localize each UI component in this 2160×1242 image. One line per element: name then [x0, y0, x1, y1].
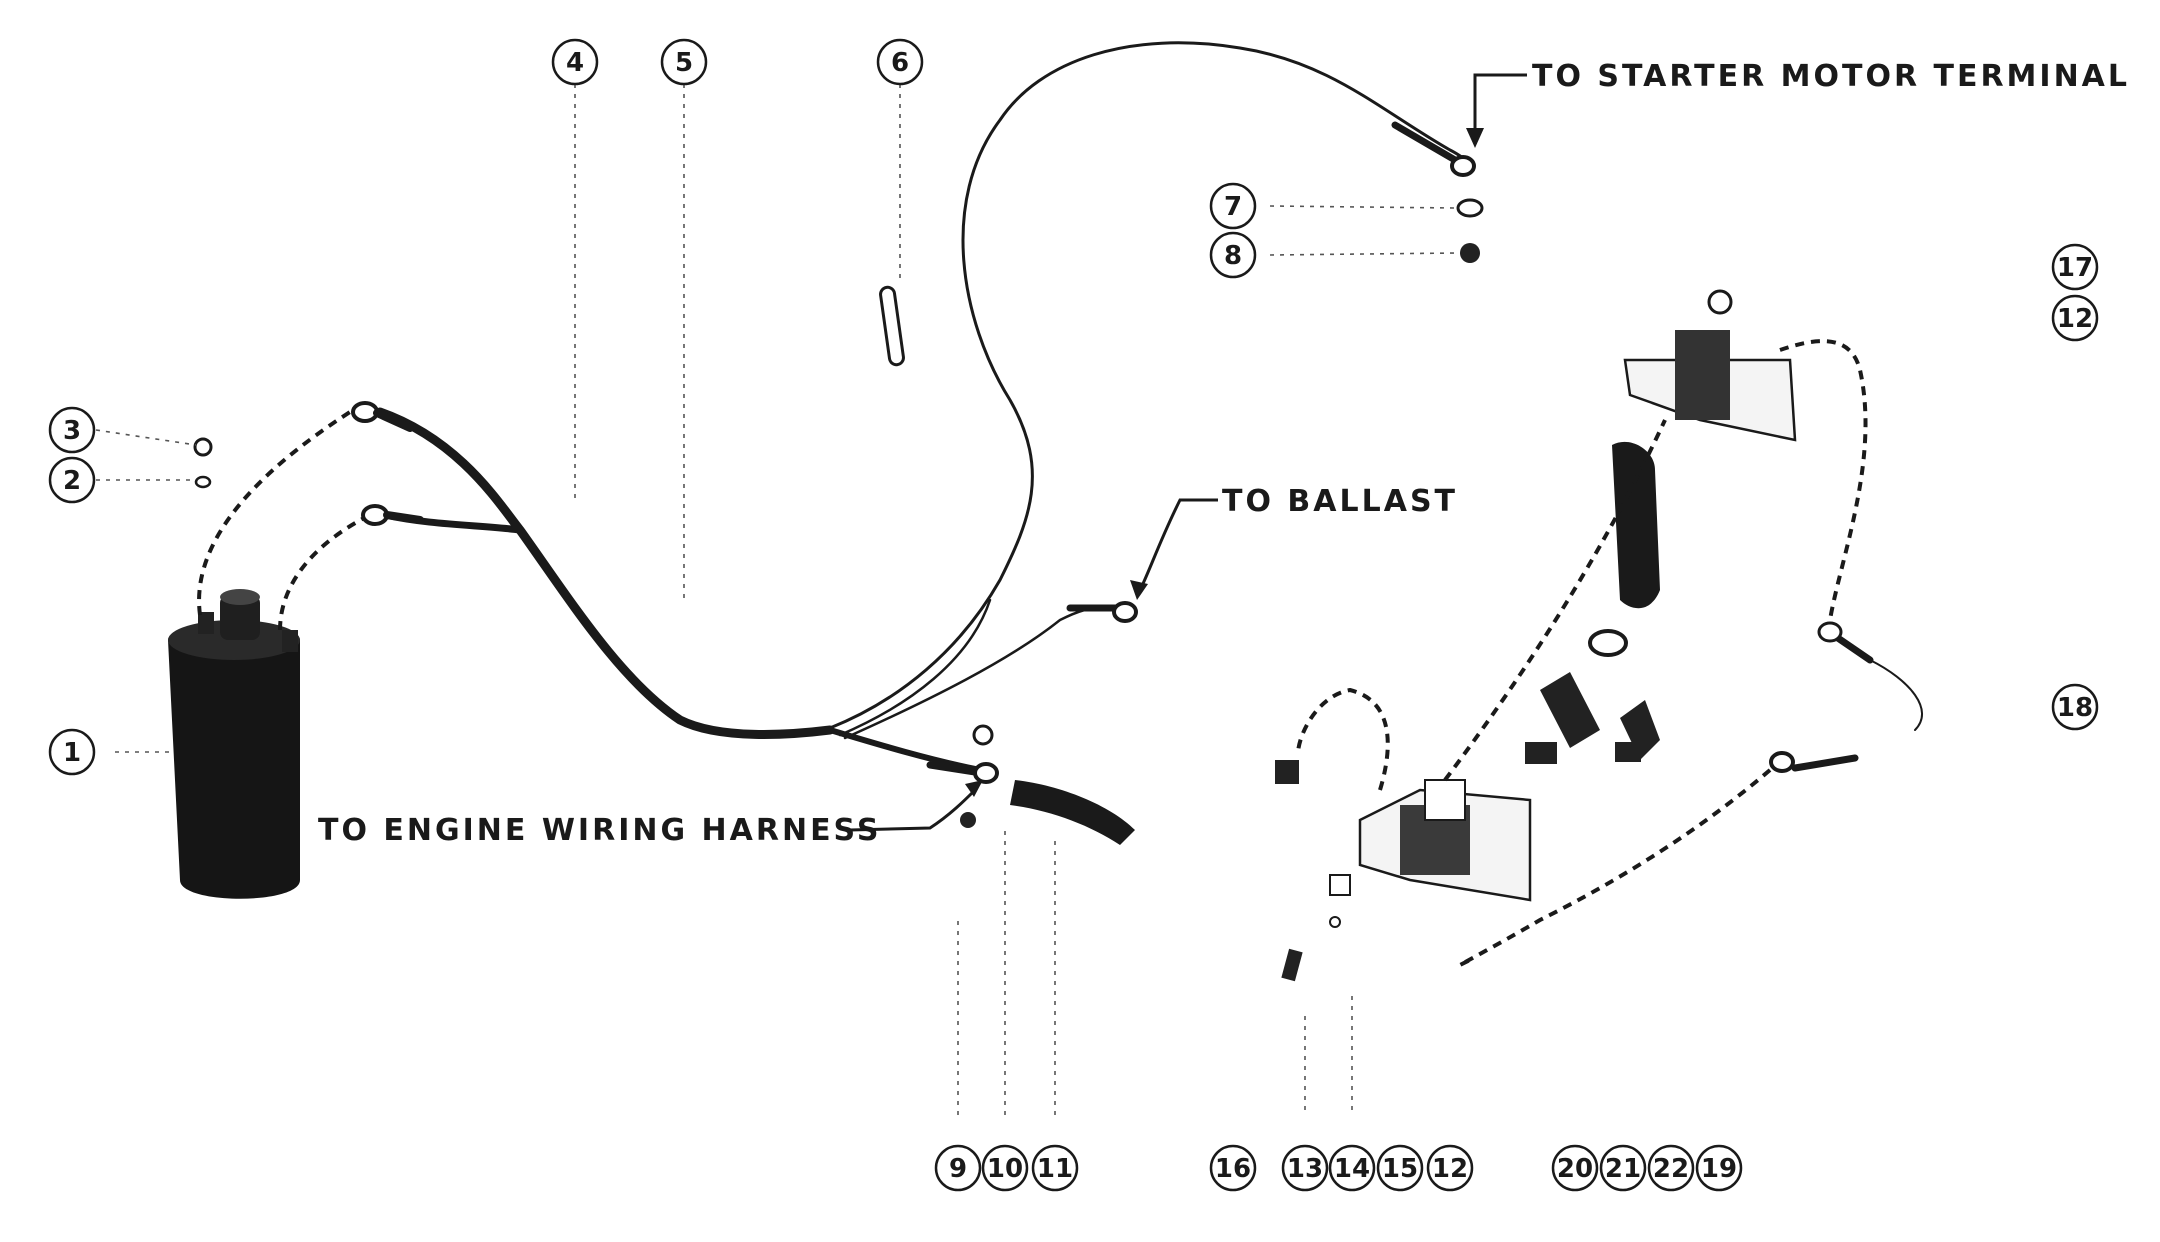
part-bubble-4: 4 — [551, 38, 599, 86]
part-bubble-2: 2 — [48, 456, 96, 504]
part-bubble-14: 14 — [1328, 1144, 1376, 1192]
svg-text:17: 17 — [2057, 253, 2093, 283]
nut-8 — [1460, 243, 1480, 263]
ballast-dashed-link-3 — [1296, 687, 1390, 791]
svg-text:16: 16 — [1215, 1154, 1251, 1184]
ring-terminal-harness — [973, 762, 999, 784]
svg-text:8: 8 — [1224, 241, 1242, 271]
coil-dashed-link-2 — [278, 513, 371, 631]
svg-text:19: 19 — [1701, 1154, 1737, 1184]
svg-text:12: 12 — [1432, 1154, 1468, 1184]
svg-text:6: 6 — [891, 48, 909, 78]
wire-harness — [351, 41, 1476, 784]
part-bubble-19: 19 — [1695, 1144, 1743, 1192]
callout-ballast: TO BALLAST — [1130, 484, 1458, 600]
part-bubble-7: 7 — [1209, 182, 1257, 230]
part-bubble-15: 15 — [1376, 1144, 1424, 1192]
ballast-dashed-link-2 — [1457, 768, 1772, 968]
svg-text:9: 9 — [949, 1154, 967, 1184]
washer-2 — [194, 475, 212, 489]
part-bubble-16: 16 — [1209, 1144, 1257, 1192]
washer-7 — [1456, 198, 1484, 218]
nut-10 — [960, 812, 976, 828]
svg-text:7: 7 — [1224, 192, 1242, 222]
part-bubble-21: 21 — [1599, 1144, 1647, 1192]
part-bubble-12-bottom: 12 — [1426, 1144, 1474, 1192]
coil-dashed-link-1 — [197, 410, 352, 616]
callout-harness: TO ENGINE WIRING HARNESS — [318, 780, 983, 848]
svg-text:3: 3 — [63, 416, 81, 446]
svg-text:14: 14 — [1334, 1154, 1370, 1184]
part-bubble-20: 20 — [1551, 1144, 1599, 1192]
svg-text:11: 11 — [1037, 1154, 1073, 1184]
part-bubble-8: 8 — [1209, 231, 1257, 279]
ring-terminal-ballast — [1112, 601, 1138, 623]
svg-text:13: 13 — [1287, 1154, 1323, 1184]
ring-terminal-starter — [1450, 155, 1476, 177]
svg-text:2: 2 — [63, 466, 81, 496]
washer-9 — [972, 724, 994, 746]
svg-text:4: 4 — [566, 48, 584, 78]
wire-sleeve — [879, 285, 905, 367]
ballast-dashed-link-1 — [1779, 339, 1868, 621]
nut-3 — [193, 437, 213, 457]
part-bubble-9: 9 — [934, 1144, 982, 1192]
part-bubble-3: 3 — [48, 406, 96, 454]
leader-lines — [95, 84, 1459, 1115]
svg-text:5: 5 — [675, 48, 693, 78]
ignition-coil — [168, 589, 300, 899]
svg-text:18: 18 — [2057, 693, 2093, 723]
svg-text:20: 20 — [1557, 1154, 1593, 1184]
svg-text:22: 22 — [1653, 1154, 1689, 1184]
ballast-assembly — [1275, 289, 1923, 982]
ballast-dashed-link-4 — [1443, 419, 1667, 782]
part-bubble-13: 13 — [1281, 1144, 1329, 1192]
callout-starter-label: TO STARTER MOTOR TERMINAL — [1532, 59, 2130, 94]
part-bubble-22: 22 — [1647, 1144, 1695, 1192]
callout-harness-label: TO ENGINE WIRING HARNESS — [318, 813, 881, 848]
callout-starter: TO STARTER MOTOR TERMINAL — [1466, 59, 2130, 148]
svg-text:21: 21 — [1605, 1154, 1641, 1184]
terminal-boot — [1010, 780, 1135, 845]
part-bubble-6: 6 — [876, 38, 924, 86]
part-number-bubbles: 1 3 2 4 5 6 7 8 17 12 18 9 10 11 16 13 1… — [48, 38, 2099, 1192]
part-bubble-5: 5 — [660, 38, 708, 86]
part-bubble-11: 11 — [1031, 1144, 1079, 1192]
callout-ballast-label: TO BALLAST — [1222, 484, 1458, 519]
part-bubble-12-top: 12 — [2051, 294, 2099, 342]
svg-text:1: 1 — [63, 738, 81, 768]
svg-text:12: 12 — [2057, 304, 2093, 334]
part-bubble-17: 17 — [2051, 243, 2099, 291]
part-bubble-1: 1 — [48, 728, 96, 776]
svg-text:15: 15 — [1382, 1154, 1418, 1184]
part-bubble-10: 10 — [981, 1144, 1029, 1192]
svg-text:10: 10 — [987, 1154, 1023, 1184]
part-bubble-18: 18 — [2051, 683, 2099, 731]
